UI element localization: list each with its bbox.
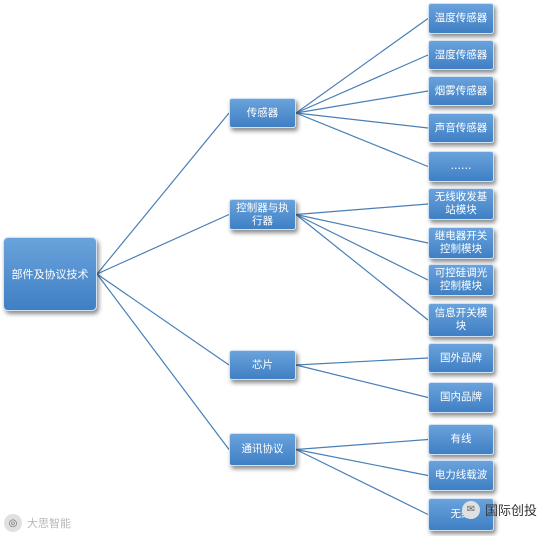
leaf-domestic-brand: 国内品牌	[428, 382, 494, 413]
leaf-smoke-sensor: 烟雾传感器	[428, 76, 494, 106]
watermark-right: ✉ 国际创投	[462, 500, 537, 519]
watermark-left-text: 大思智能	[27, 517, 71, 530]
connector-1-0	[295, 203, 429, 216]
connector-2-1	[295, 364, 429, 399]
connector-root-2	[96, 273, 230, 366]
connector-1-1	[295, 213, 429, 244]
connector-0-4	[295, 112, 429, 168]
connector-3-1	[295, 448, 429, 477]
leaf-info-switch-module: 信息开关模块	[428, 303, 494, 337]
connector-0-1	[295, 54, 429, 114]
connector-root-1	[96, 213, 230, 275]
category-sensor: 传感器	[229, 98, 296, 128]
connector-0-0	[295, 18, 429, 114]
leaf-humidity-sensor: 湿度传感器	[428, 40, 494, 70]
connector-2-0	[295, 357, 429, 366]
leaf-temperature-sensor: 温度传感器	[428, 3, 494, 34]
connector-3-2	[295, 448, 429, 516]
category-chip: 芯片	[229, 350, 296, 380]
connector-1-3	[295, 214, 429, 321]
connector-1-2	[295, 213, 429, 281]
connector-0-3	[295, 112, 429, 129]
connector-0-2	[295, 90, 429, 114]
wechat-icon: ✉	[462, 500, 480, 519]
leaf-foreign-brand: 国外品牌	[428, 343, 494, 373]
leaf-sound-sensor: 声音传感器	[428, 113, 494, 143]
category-controller: 控制器与执行器	[229, 199, 296, 230]
connector-3-0	[295, 438, 429, 451]
connector-root-0	[96, 112, 230, 275]
leaf-relay-switch-module: 继电器开关控制模块	[428, 227, 494, 259]
leaf-more: ……	[428, 151, 494, 182]
watermark-right-text: 国际创投	[485, 504, 538, 519]
connector-root-3	[96, 273, 230, 450]
leaf-wireless-base-station-module: 无线收发基站模块	[428, 188, 494, 220]
watermark-left: ◎ 大思智能	[4, 514, 71, 532]
leaf-powerline-carrier: 电力线载波	[428, 460, 494, 491]
category-protocol: 通讯协议	[229, 433, 296, 466]
leaf-dimmer-module: 可控硅调光控制模块	[428, 264, 494, 296]
root-node: 部件及协议技术	[3, 237, 97, 311]
brand-logo-icon: ◎	[4, 514, 22, 532]
leaf-wired: 有线	[428, 424, 494, 455]
